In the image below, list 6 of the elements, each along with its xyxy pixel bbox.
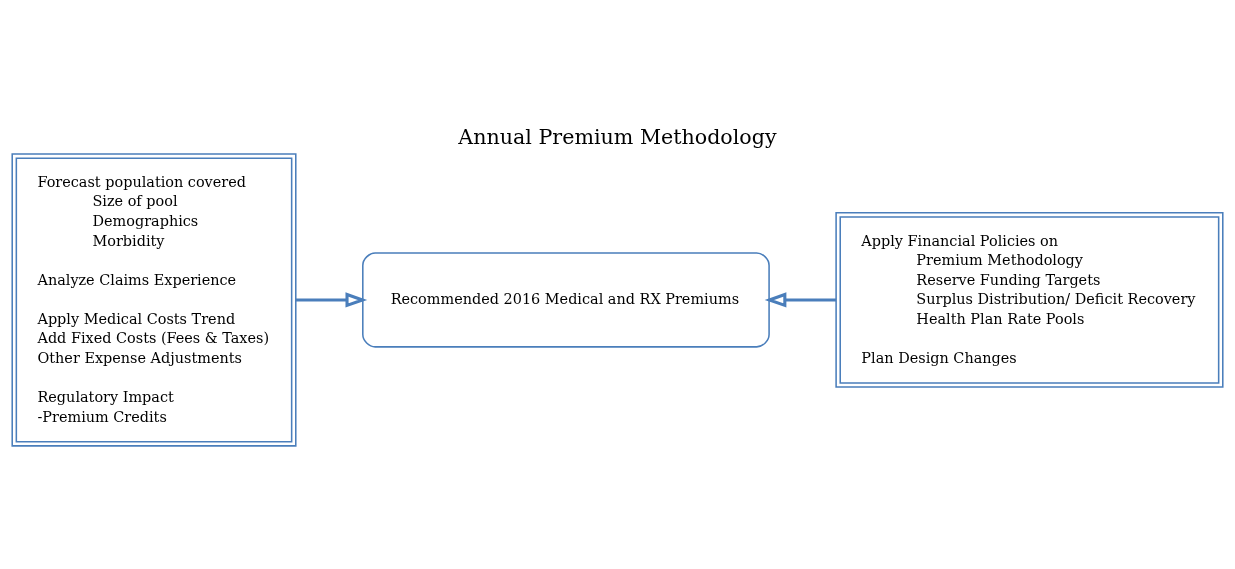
node-box: Recommended 2016 Medical and RX Premiums bbox=[362, 252, 770, 348]
arrow bbox=[764, 292, 837, 308]
diagram-title: Annual Premium Methodology bbox=[458, 124, 777, 149]
node-box: Forecast population covered Size of pool Demographics Morbidity Analyze Claims Experience Apply Medical Costs Trend Add Fixed Costs (Fees & Taxes) Other Expense Adjustments Regulatory Impact -Premium Credits bbox=[11, 153, 297, 447]
arrow bbox=[295, 292, 368, 308]
node-box: Apply Financial Policies on Premium Methodology Reserve Funding Targets Surplus Distribution/ Deficit Recovery Health Plan Rate Pools Plan Design Changes bbox=[835, 212, 1224, 388]
